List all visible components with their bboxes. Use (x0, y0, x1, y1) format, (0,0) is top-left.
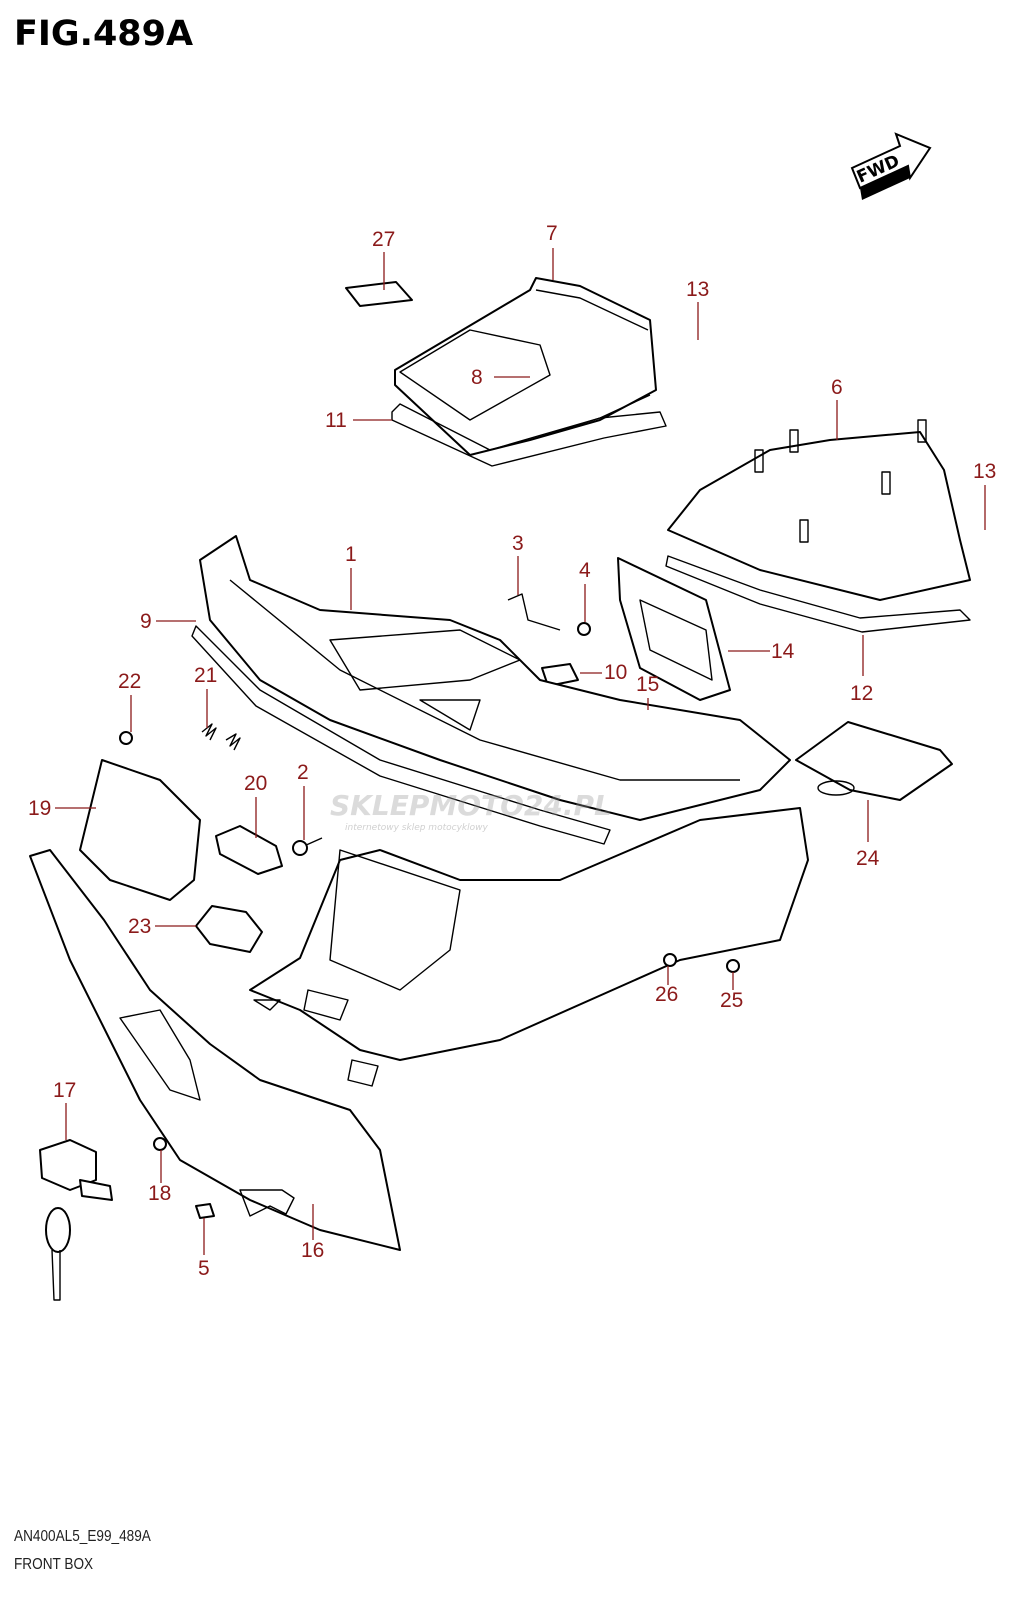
part-16-panel (29, 849, 401, 1251)
figure-code: AN400AL5_E99_489A (14, 1528, 151, 1545)
callout-25: 25 (720, 989, 743, 1012)
callout-9: 9 (140, 610, 152, 633)
part-27-sticker (345, 281, 413, 307)
part-2-screw (292, 837, 323, 856)
part-9-seal (191, 625, 611, 845)
part-20-latch (215, 825, 283, 875)
figure-title: FIG.489A (14, 14, 194, 54)
callout-14: 14 (771, 640, 795, 663)
part-1-box (199, 535, 791, 821)
inner-body (249, 807, 809, 1087)
figure-name: FRONT BOX (14, 1556, 94, 1573)
part-7-lid (394, 277, 657, 456)
callout-27: 27 (372, 228, 395, 251)
part-25-screw (726, 959, 740, 973)
callout-1: 1 (345, 543, 357, 566)
part-18-screw (153, 1137, 167, 1151)
part-22-screw (119, 731, 133, 745)
part-24-bracket (795, 721, 953, 801)
part-12-seal (665, 555, 971, 633)
callout-10: 10 (604, 661, 627, 684)
callout-18: 18 (148, 1182, 171, 1205)
part-17-lock (39, 1139, 113, 1301)
leader-lines (55, 248, 986, 1255)
callout-8: 8 (471, 366, 483, 389)
part-3-rod (507, 593, 561, 631)
callout-17: 17 (53, 1079, 76, 1102)
callout-22: 22 (118, 670, 141, 693)
callout-12: 12 (850, 682, 873, 705)
part-23-catch (195, 905, 263, 953)
callout-13b: 13 (973, 460, 996, 483)
part-6-cover (667, 419, 971, 601)
callout-7: 7 (546, 222, 558, 245)
svg-text:internetowy sklep motocyklowy: internetowy sklep motocyklowy (345, 823, 488, 833)
callout-23: 23 (128, 915, 151, 938)
callout-26: 26 (655, 983, 678, 1006)
callout-24: 24 (856, 847, 880, 870)
svg-text:SKLEPMOTO24.PL: SKLEPMOTO24.PL (330, 789, 612, 822)
part-21-spring (201, 723, 241, 751)
callout-15: 15 (636, 673, 659, 696)
part-11-seal (391, 403, 667, 467)
callout-20: 20 (244, 772, 267, 795)
callout-3: 3 (512, 532, 524, 555)
part-10-block (541, 663, 579, 687)
part-19-lid (79, 759, 201, 901)
callout-11: 11 (325, 409, 347, 432)
part-14-panel (617, 557, 731, 701)
callout-4: 4 (579, 559, 591, 582)
callout-19: 19 (28, 797, 51, 820)
watermark: SKLEPMOTO24.PL internetowy sklep motocyk… (330, 789, 612, 833)
callout-2: 2 (297, 761, 309, 784)
part-26-screw (663, 953, 677, 967)
callout-6: 6 (831, 376, 843, 399)
callout-21: 21 (194, 664, 217, 687)
callouts: 27 7 13 8 11 6 13 1 3 4 9 14 10 12 15 22… (28, 222, 996, 1280)
part-5-clip (195, 1203, 215, 1219)
fwd-arrow-icon: FWD (850, 132, 932, 200)
part-4-screw (577, 622, 591, 636)
callout-13: 13 (686, 278, 709, 301)
callout-16: 16 (301, 1239, 324, 1262)
callout-5: 5 (198, 1257, 210, 1280)
